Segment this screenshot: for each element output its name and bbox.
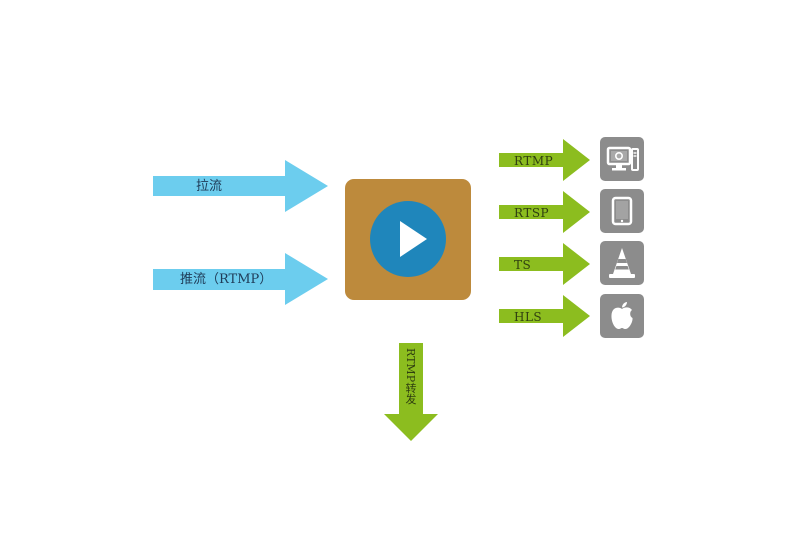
push-stream-label: 推流（RTMP） bbox=[180, 272, 273, 287]
pull-stream-label: 拉流 bbox=[196, 179, 223, 194]
traffic-cone-icon bbox=[600, 241, 644, 285]
output-arrow-rtmp bbox=[499, 139, 590, 181]
play-icon bbox=[400, 221, 427, 257]
relay-arrow bbox=[384, 343, 438, 441]
output-label-rtsp: RTSP bbox=[514, 206, 550, 220]
relay-label: RTMP转发 bbox=[404, 348, 417, 405]
apple-icon bbox=[600, 294, 644, 338]
output-label-hls: HLS bbox=[514, 310, 543, 324]
push-stream-arrow bbox=[153, 253, 328, 305]
pull-stream-arrow bbox=[153, 160, 328, 212]
output-arrow-hls bbox=[499, 295, 590, 337]
output-label-ts: TS bbox=[514, 258, 532, 272]
output-arrow-rtsp bbox=[499, 191, 590, 233]
output-arrow-ts bbox=[499, 243, 590, 285]
tablet-icon bbox=[600, 189, 644, 233]
output-label-rtmp: RTMP bbox=[514, 154, 554, 168]
desktop-computer-icon bbox=[600, 137, 644, 181]
